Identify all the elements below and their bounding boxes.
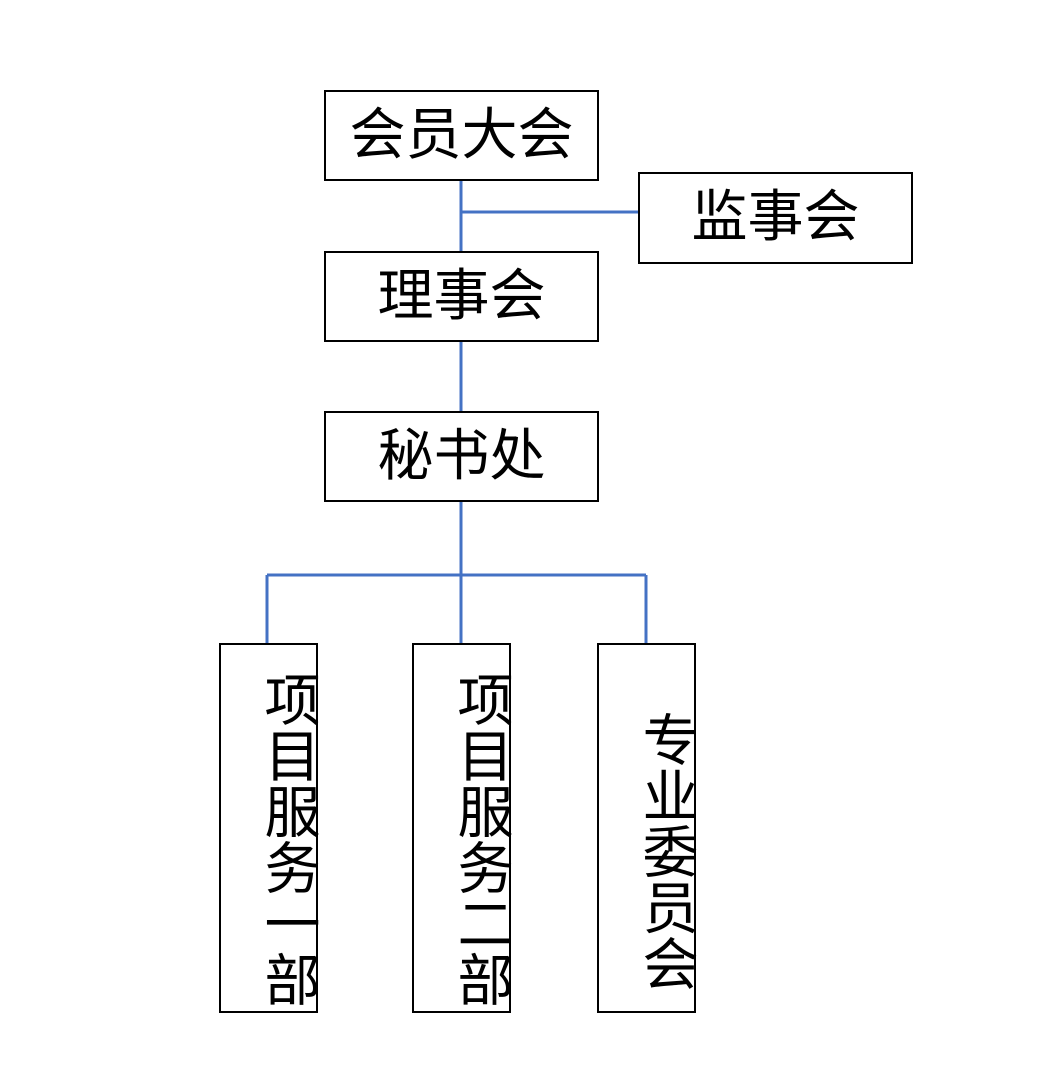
node-general-assembly: 会员大会 [324, 90, 599, 181]
node-council: 理事会 [324, 251, 599, 342]
node-supervisory-board: 监事会 [638, 172, 913, 264]
node-special-committee: 专业委员会 [597, 643, 698, 1013]
node-project-service-dept-1: 项目服务一部 [219, 643, 320, 1013]
node-project-service-dept-2: 项目服务二部 [412, 643, 513, 1013]
node-secretariat: 秘书处 [324, 411, 599, 502]
